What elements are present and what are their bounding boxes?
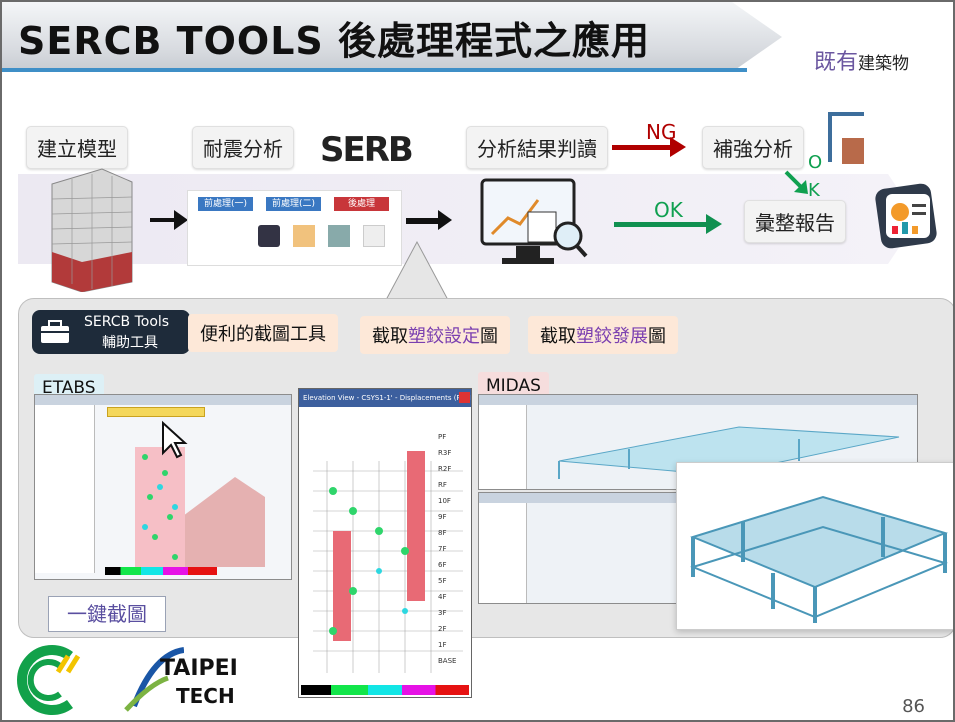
crane-icon (828, 112, 864, 164)
step-build-model: 建立模型 (26, 126, 128, 169)
ok-vertical-o: O (808, 152, 823, 173)
chip-postprocess: 後處理 (334, 197, 389, 211)
tab-hinge-setting[interactable]: 截取塑鉸設定圖 (360, 316, 510, 354)
tab-hinge-dev-post: 圖 (648, 326, 666, 347)
floor-label: BASE (438, 657, 457, 665)
floor-label: 4F (438, 593, 447, 601)
tab-hinge-setting-post: 圖 (480, 326, 498, 347)
etabs-model-view (135, 420, 265, 567)
midas-toolbar (479, 395, 917, 405)
toolbox-label-en: SERCB Tools (84, 314, 170, 330)
floor-labels: PF R3F R2F RF 10F 9F 8F 7F 6F 5F 4F 3F 2… (438, 429, 456, 669)
floor-label: R2F (438, 465, 452, 473)
elevation-title-bar: Elevation View - CSYS1-1' - Displacement… (299, 389, 471, 407)
midas-toolbar-2 (479, 493, 677, 503)
ng-arrow (612, 137, 686, 157)
computer-icon (258, 225, 280, 247)
floor-label: RF (438, 481, 447, 489)
elevation-color-scale (301, 685, 469, 695)
flow-arrow-2 (406, 210, 452, 230)
taipei-tech-swoosh-icon (124, 647, 184, 712)
floor-label: 3F (438, 609, 447, 617)
midas-tree-panel (479, 405, 527, 489)
tab-hinge-development[interactable]: 截取塑鉸發展圖 (528, 316, 678, 354)
toolbox-icon (41, 320, 69, 343)
flow-arrow-1 (150, 210, 188, 230)
page-number: 86 (902, 696, 925, 717)
tab-hinge-setting-hl: 塑鉸設定 (408, 326, 480, 347)
step-summary-report: 彙整報告 (744, 200, 846, 243)
floor-label: 9F (438, 513, 447, 521)
tab-hinge-dev-pre: 截取 (540, 326, 576, 347)
chip-preprocess-2: 前處理(二) (266, 197, 321, 211)
floor-label: 2F (438, 625, 447, 633)
title-underline (2, 68, 747, 72)
floor-label: 6F (438, 561, 447, 569)
ok-vertical-k: K (808, 180, 820, 201)
ok-arrow (614, 214, 722, 234)
title-band (2, 2, 782, 72)
elevation-view-window: Elevation View - CSYS1-1' - Displacement… (298, 388, 472, 698)
building-icon (328, 225, 350, 247)
step-seismic-analysis: 耐震分析 (192, 126, 294, 169)
elevation-close-icon[interactable] (459, 392, 470, 403)
building-badge: 既有建築物 (814, 44, 909, 76)
etabs-color-scale (105, 567, 217, 575)
midas-3d-frame-zoom (690, 495, 948, 623)
callout-pointer (385, 240, 449, 301)
step-retrofit-analysis: 補強分析 (702, 126, 804, 169)
building-model-illustration (51, 168, 133, 292)
ok-label: OK (654, 198, 683, 222)
cii-logo (17, 645, 81, 715)
sercb-toolbox-badge: SERCB Tools 輔助工具 (32, 310, 190, 354)
etabs-screenshot (34, 394, 292, 580)
elevation-frame-diagram (313, 451, 463, 673)
tab-hinge-setting-pre: 截取 (372, 326, 408, 347)
etabs-highlighted-toolbar (107, 407, 205, 417)
tab-hinge-dev-hl: 塑鉸發展 (576, 326, 648, 347)
floor-label: 1F (438, 641, 447, 649)
floor-label: PF (438, 433, 447, 441)
chart-icon (293, 225, 315, 247)
report-icon (875, 183, 937, 249)
midas-screenshot-bottom (478, 492, 678, 604)
floor-label: 7F (438, 545, 447, 553)
ok-down-arrow-icon (784, 170, 808, 194)
toolbox-label-zh: 輔助工具 (102, 335, 158, 351)
etabs-tree-panel (35, 405, 95, 573)
floor-label: 5F (438, 577, 447, 585)
taipei-tech-logo: TAIPEI TECH (124, 642, 254, 716)
badge-sub: 建築物 (858, 54, 910, 74)
tech-text: TECH (176, 684, 235, 708)
tab-screenshot-tool[interactable]: 便利的截圖工具 (188, 314, 338, 352)
floor-label: 10F (438, 497, 451, 505)
midas-tree-panel-2 (479, 503, 527, 603)
midas-3d-frame-top (558, 426, 900, 483)
sercb-logo: SERB (320, 130, 414, 170)
midas-zoom-view (676, 462, 953, 630)
slide-title: SERCB TOOLS 後處理程式之應用 (18, 19, 651, 63)
badge-main: 既有 (814, 50, 859, 75)
floor-label: 8F (438, 529, 447, 537)
step-result-judgment: 分析結果判讀 (466, 126, 608, 169)
etabs-menubar (35, 395, 291, 405)
one-click-screenshot-button[interactable]: 一鍵截圖 (48, 596, 166, 632)
process-diagram: 前處理(一) 前處理(二) 後處理 (187, 190, 402, 266)
floor-label: R3F (438, 449, 452, 457)
chip-preprocess-1: 前處理(一) (198, 197, 253, 211)
document-icon (363, 225, 385, 247)
monitor-analysis-icon (480, 178, 588, 264)
taipei-text: TAIPEI (160, 656, 238, 681)
